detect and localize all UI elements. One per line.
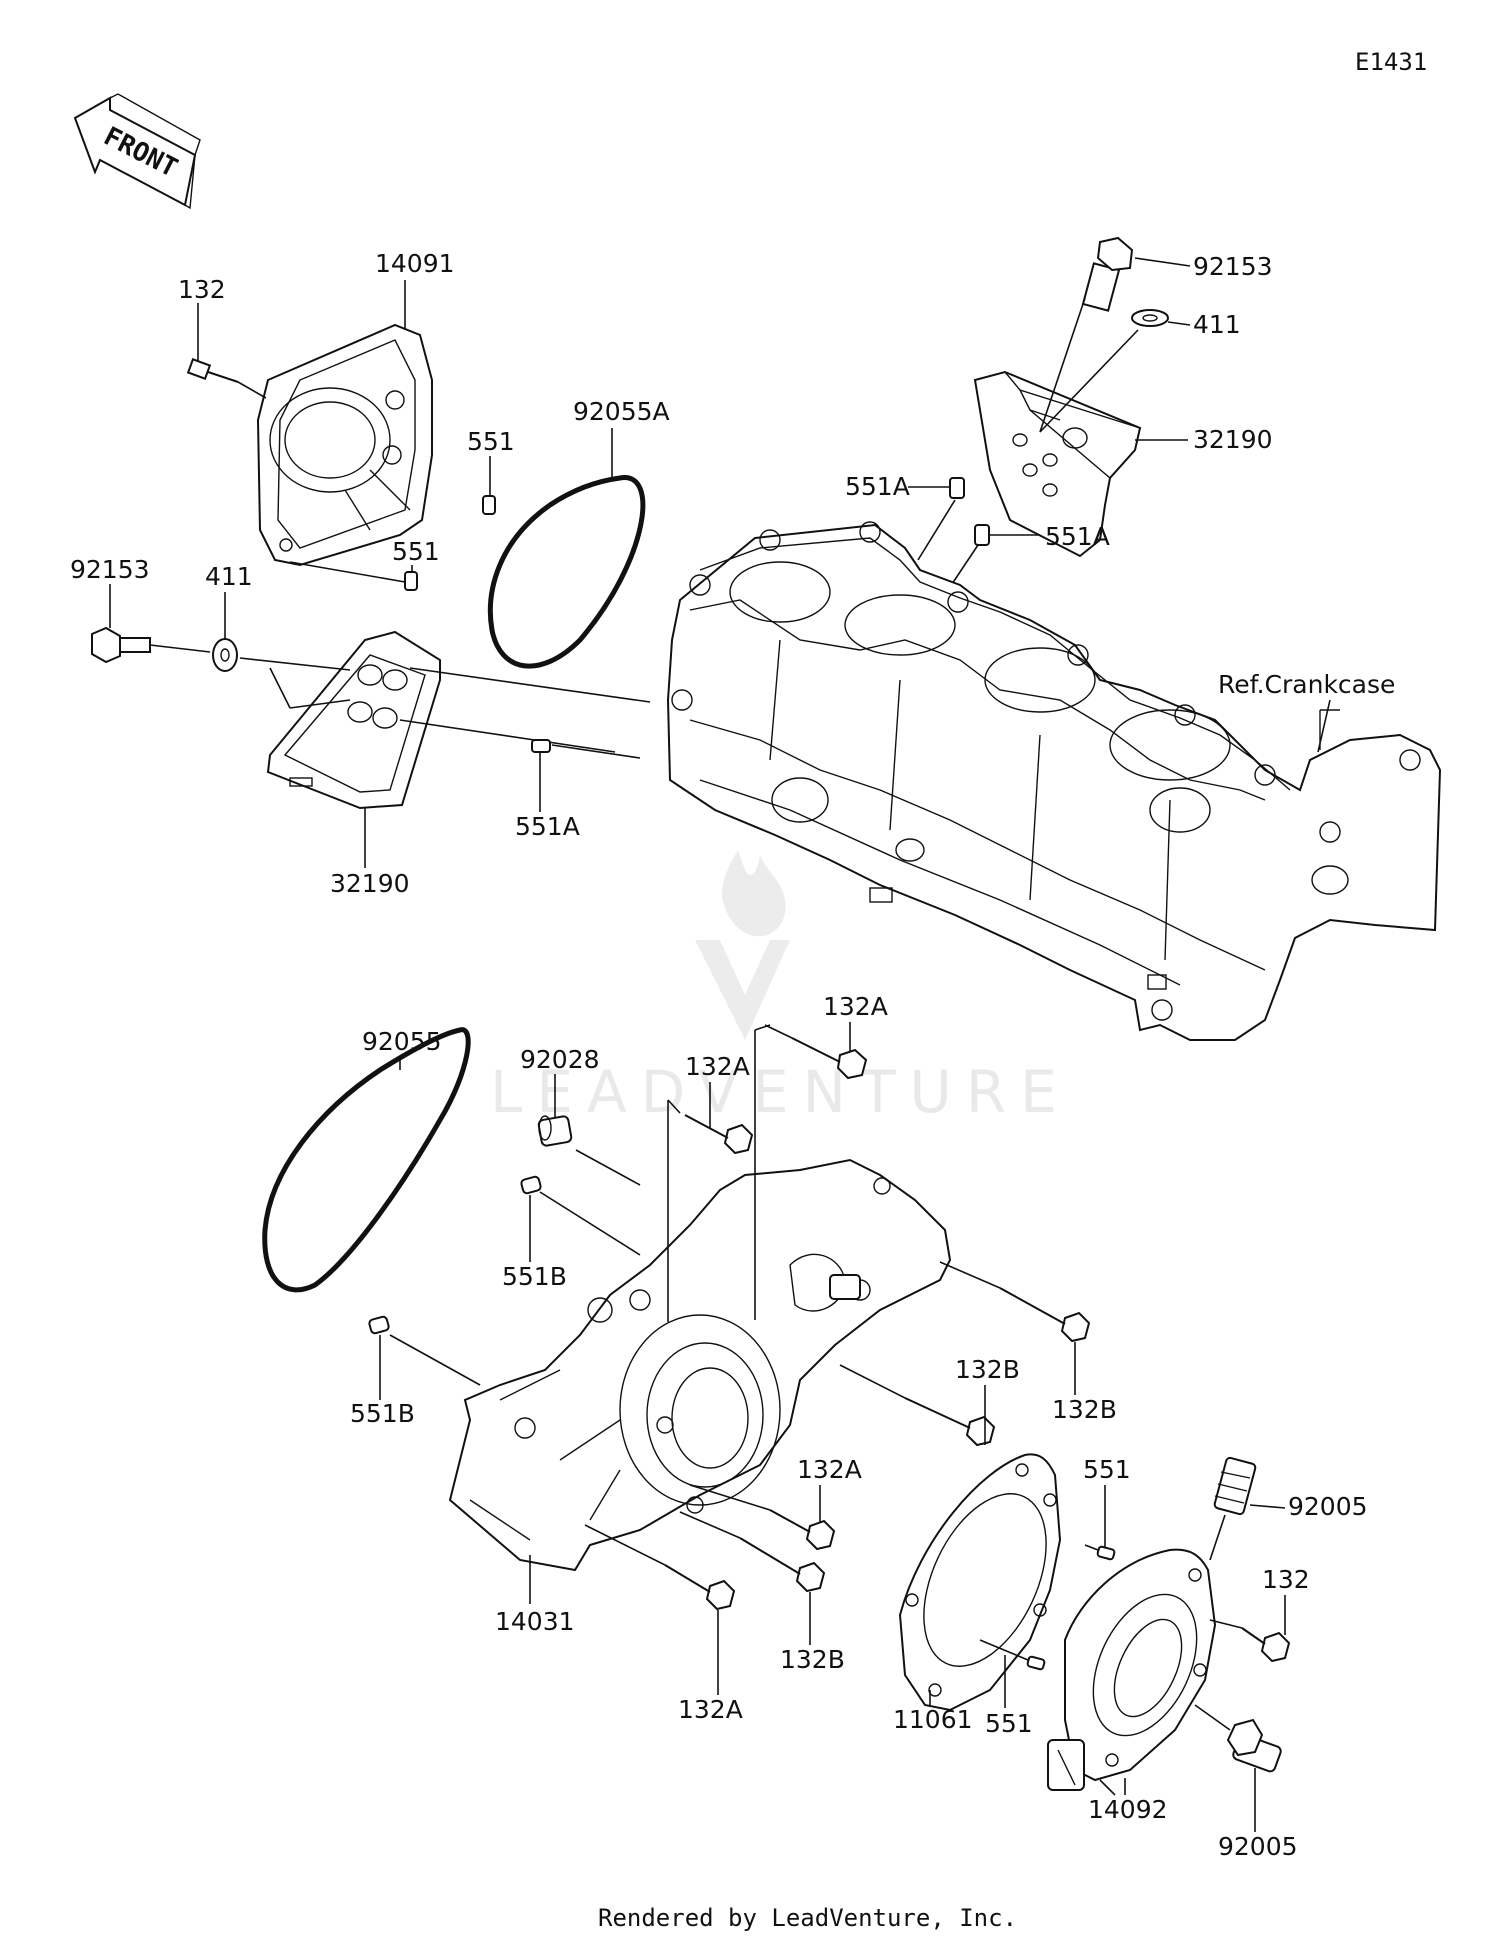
callout-92055A: 92055A <box>573 397 670 426</box>
diagram-code: E1431 <box>1355 48 1427 76</box>
bolt-132A-a <box>764 1024 868 1080</box>
callout-551-b: 551 <box>392 537 440 566</box>
callout-32190-left: 32190 <box>330 869 410 898</box>
callout-92153-left: 92153 <box>70 555 150 584</box>
callout-551B-b: 551B <box>350 1399 415 1428</box>
dowel-551-c <box>1084 1544 1116 1561</box>
callout-132B-a: 132B <box>1052 1395 1117 1424</box>
gasket-11061 <box>898 1453 1062 1712</box>
callout-132A-c: 132A <box>797 1455 862 1484</box>
bolt-132A-c <box>689 1484 836 1551</box>
callout-132A-d: 132A <box>678 1695 743 1724</box>
dowel-551A-a <box>908 477 965 561</box>
callout-132-right: 132 <box>1262 1565 1310 1594</box>
bolt-132B-c <box>679 1511 826 1593</box>
bolt-92153-top <box>1081 236 1191 312</box>
dowel-551B-a <box>520 1175 641 1256</box>
bolt-132A-d <box>584 1524 736 1611</box>
bolt-132A-b <box>684 1114 754 1155</box>
svg-text:LEADVENTURE: LEADVENTURE <box>490 1058 1071 1126</box>
callout-551-a: 551 <box>467 427 515 456</box>
callout-92153-top: 92153 <box>1193 252 1273 281</box>
callout-132A-a: 132A <box>823 992 888 1021</box>
cover-14092 <box>1047 1548 1217 1791</box>
cover-14031 <box>448 1158 952 1572</box>
bracket-32190-left <box>266 630 441 810</box>
callout-11061: 11061 <box>893 1705 973 1734</box>
callout-132A-b: 132A <box>685 1052 750 1081</box>
callout-551A-a: 551A <box>845 472 910 501</box>
callout-32190-right: 32190 <box>1193 425 1273 454</box>
callout-411-left: 411 <box>205 562 253 591</box>
dowel-551A-c <box>531 739 641 759</box>
dowel-551-d <box>979 1639 1046 1671</box>
callout-132-top: 132 <box>178 275 226 304</box>
callout-14091: 14091 <box>375 249 455 278</box>
callout-551A-c: 551A <box>515 812 580 841</box>
callout-551-d: 551 <box>985 1709 1033 1738</box>
fitting-92005-a <box>1209 1456 1286 1561</box>
oring-92055A <box>487 475 646 669</box>
bolt-132B-b <box>839 1364 996 1447</box>
callout-551-c: 551 <box>1083 1455 1131 1484</box>
dowel-551-b <box>404 571 418 591</box>
bolt-92153-left <box>91 626 211 664</box>
oring-92055 <box>262 1027 471 1293</box>
callout-92055: 92055 <box>362 1027 442 1056</box>
front-arrow-icon: FRONT <box>73 93 201 210</box>
washer-411-left <box>212 638 351 672</box>
fitting-92005-b <box>1194 1704 1282 1773</box>
callout-92005-a: 92005 <box>1288 1492 1368 1521</box>
watermark: LEADVENTURE <box>490 850 1071 1126</box>
bracket-32190-right <box>973 370 1142 558</box>
callout-14092: 14092 <box>1088 1795 1168 1824</box>
washer-411-top <box>1131 309 1191 327</box>
dowel-551B-b <box>368 1315 481 1386</box>
bolt-132B-a <box>939 1261 1091 1343</box>
callout-551A-b: 551A <box>1045 522 1110 551</box>
callout-92005-b: 92005 <box>1218 1832 1298 1861</box>
footer-credit: Rendered by LeadVenture, Inc. <box>598 1904 1017 1932</box>
dowel-551A-b <box>947 524 1040 591</box>
bushing-92028 <box>537 1115 641 1186</box>
callout-411-top: 411 <box>1193 310 1241 339</box>
callout-551B-a: 551B <box>502 1262 567 1291</box>
cover-14091 <box>256 323 433 567</box>
callout-14031: 14031 <box>495 1607 575 1636</box>
dowel-551-a <box>482 495 496 515</box>
reference-label: Ref.Crankcase <box>1218 670 1395 699</box>
bolt-132-right <box>1209 1619 1291 1663</box>
callout-132B-b: 132B <box>955 1355 1020 1384</box>
callout-132B-c: 132B <box>780 1645 845 1674</box>
crankcase-reference <box>666 521 1442 1041</box>
bolt-132-top <box>186 358 267 399</box>
callout-92028: 92028 <box>520 1045 600 1074</box>
